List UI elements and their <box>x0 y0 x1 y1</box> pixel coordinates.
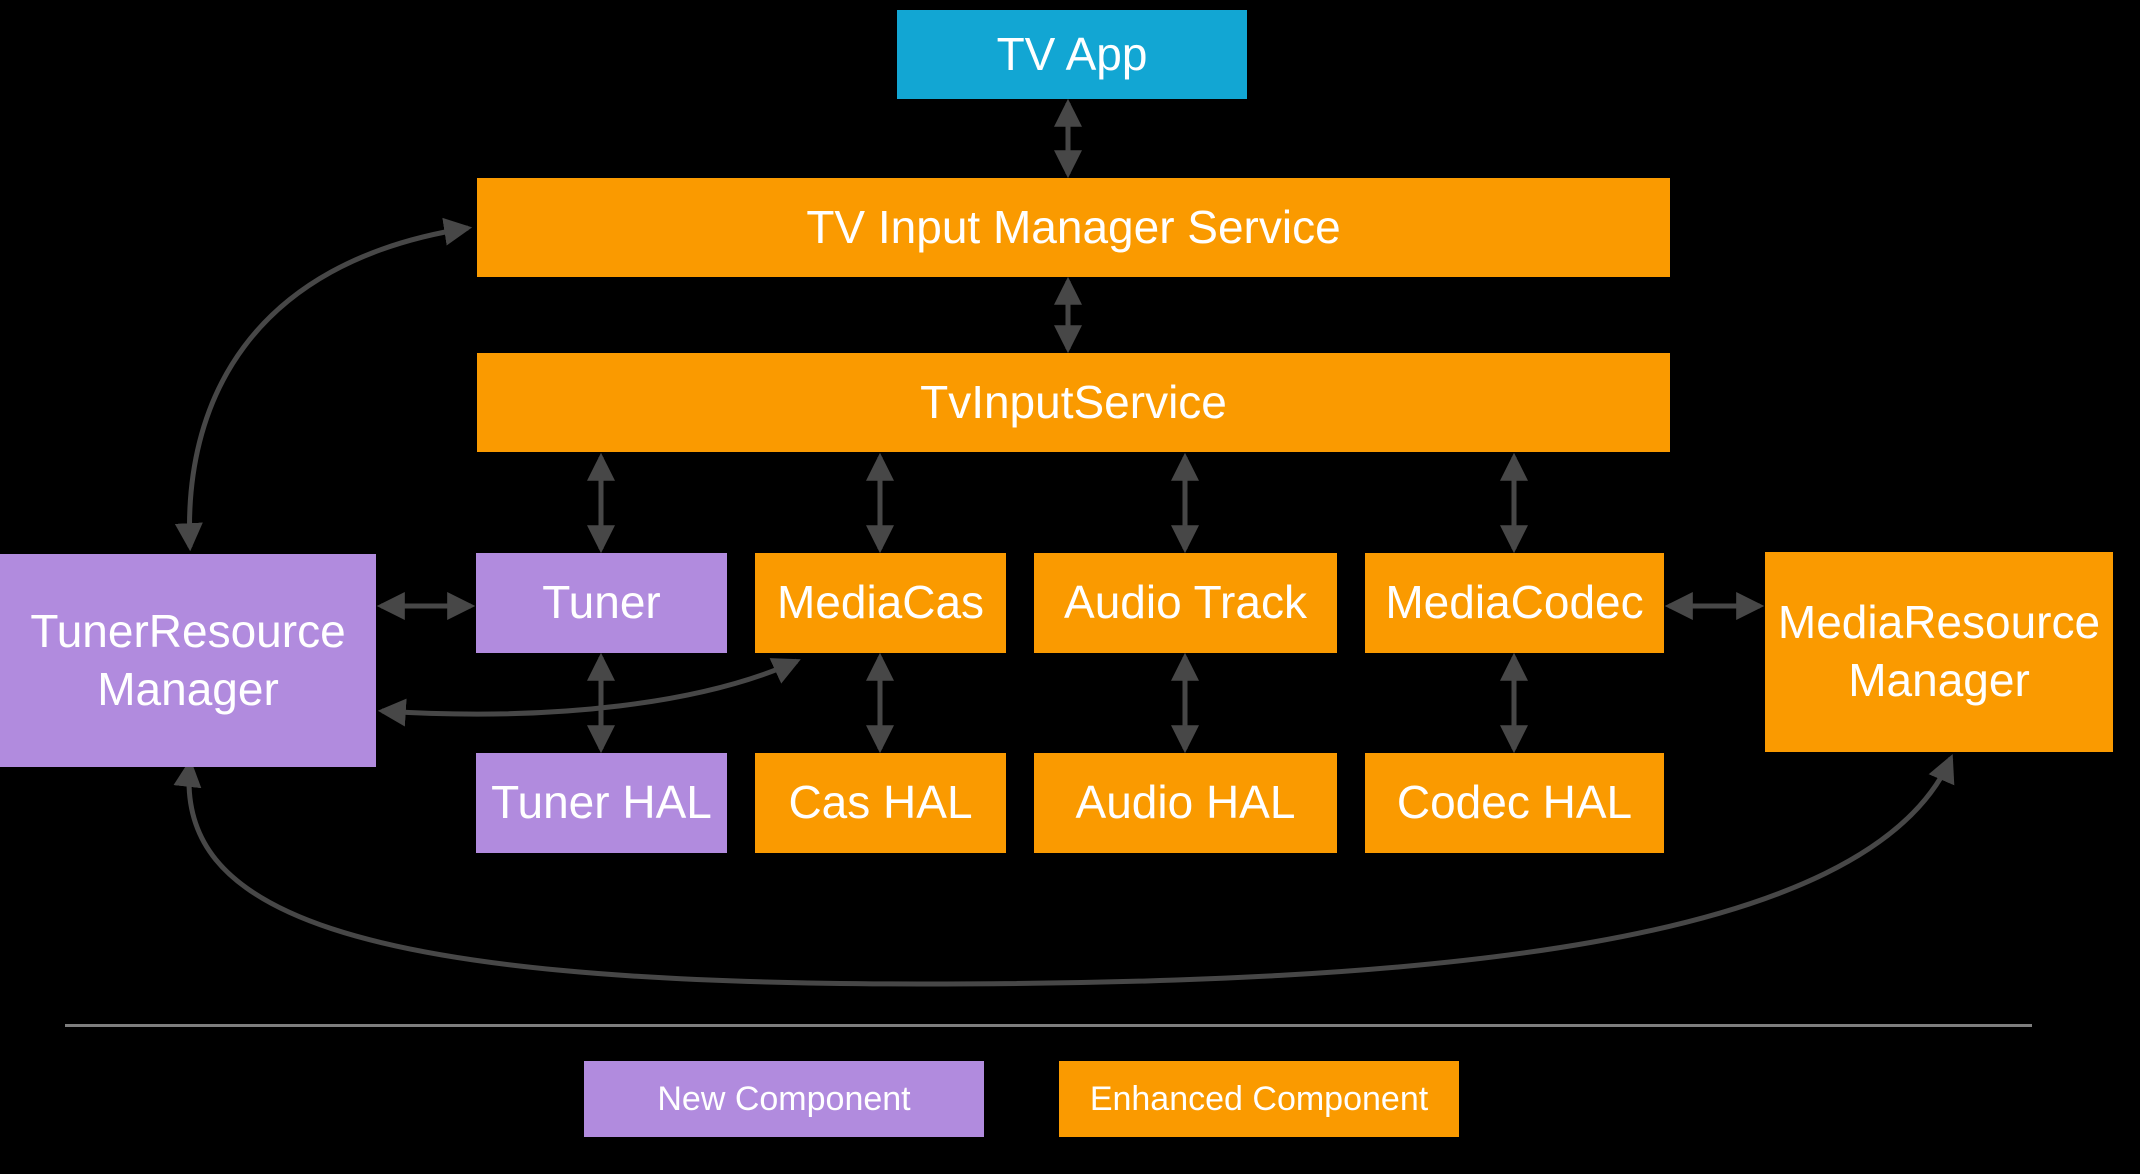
node-mediacodec-label: MediaCodec <box>1385 576 1644 629</box>
node-mrm-label: MediaResource Manager <box>1777 596 2101 706</box>
node-tvis-label: TvInputService <box>920 375 1227 428</box>
node-tims-label: TV Input Manager Service <box>806 200 1341 253</box>
node-tv-input-manager-service: TV Input Manager Service <box>477 178 1670 277</box>
legend-new-component: New Component <box>584 1061 984 1137</box>
edge-trm-mediacas-curve <box>377 658 801 727</box>
edge-trm-mrm-curve <box>173 754 1955 987</box>
node-mediacas-label: MediaCas <box>776 576 985 629</box>
node-mediacas: MediaCas <box>755 553 1006 653</box>
node-audio-hal-label: Audio HAL <box>1075 776 1296 829</box>
node-tv-app: TV App <box>897 10 1247 99</box>
node-trm-label: TunerResource Manager <box>30 604 346 715</box>
legend-new-label: New Component <box>657 1079 911 1118</box>
node-cas-hal: Cas HAL <box>755 753 1006 853</box>
node-codec-hal-label: Codec HAL <box>1396 776 1633 829</box>
node-tuner: Tuner <box>476 553 727 653</box>
legend-enhanced-component: Enhanced Component <box>1059 1061 1459 1137</box>
edge-trm-tims-curve <box>174 217 473 552</box>
node-audiotrack-label: Audio Track <box>1064 576 1307 629</box>
node-tuner-label: Tuner <box>542 576 661 629</box>
node-audio-hal: Audio HAL <box>1034 753 1337 853</box>
node-tuner-resource-manager: TunerResource Manager <box>0 554 376 767</box>
node-audio-track: Audio Track <box>1034 553 1337 653</box>
node-media-resource-manager: MediaResource Manager <box>1765 552 2113 752</box>
node-cas-hal-label: Cas HAL <box>788 776 973 829</box>
node-tv-app-label: TV App <box>996 27 1148 80</box>
node-tv-input-service: TvInputService <box>477 353 1670 452</box>
node-mediacodec: MediaCodec <box>1365 553 1664 653</box>
node-tuner-hal: Tuner HAL <box>476 753 727 853</box>
legend-enhanced-label: Enhanced Component <box>1089 1079 1429 1118</box>
node-codec-hal: Codec HAL <box>1365 753 1664 853</box>
legend-divider <box>65 1024 2032 1027</box>
node-tuner-hal-label: Tuner HAL <box>491 776 712 829</box>
